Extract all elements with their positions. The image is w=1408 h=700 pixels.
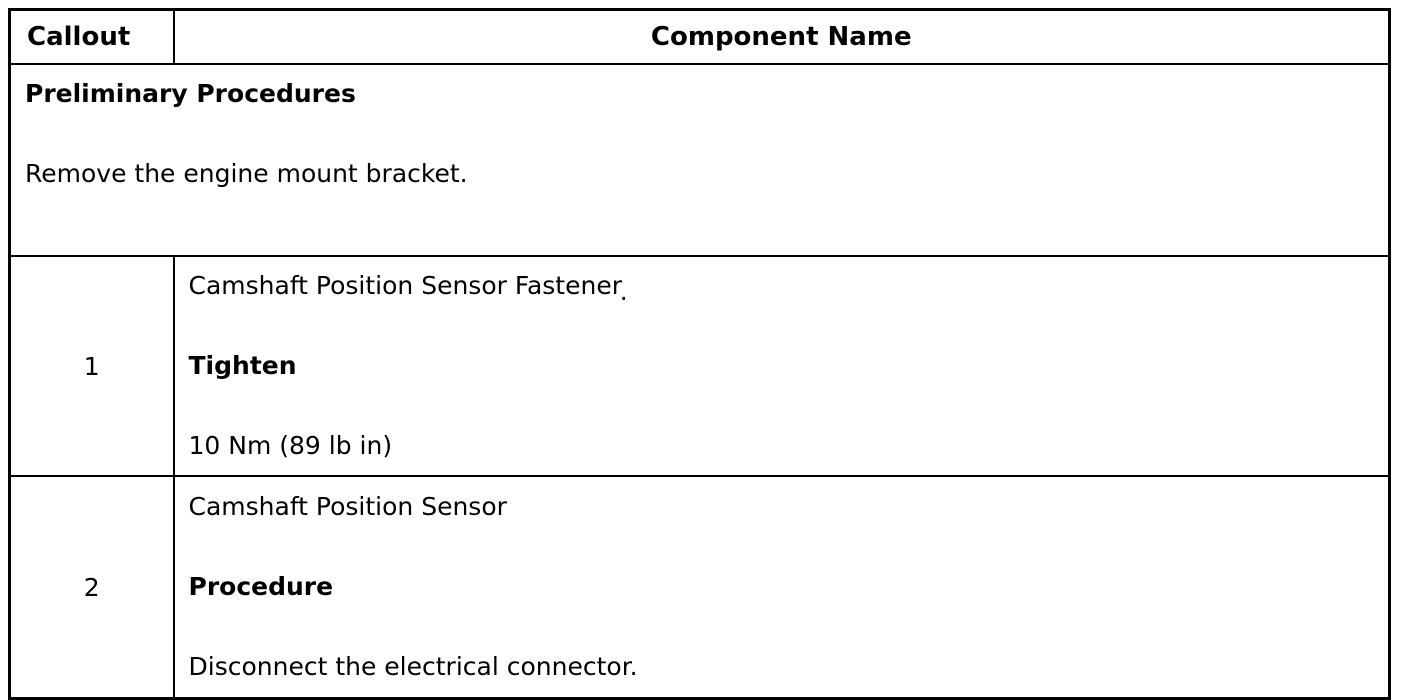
callout-number: 1 [8, 255, 175, 477]
component-name-main: Camshaft Position Sensor [188, 492, 507, 521]
component-name-main: Camshaft Position Sensor Fastener [188, 271, 620, 300]
component-name-cell: Camshaft Position Sensor Procedure Disco… [172, 475, 1391, 700]
table-row: 1 Camshaft Position Sensor Fastener. Tig… [8, 255, 1391, 477]
table-row: 2 Camshaft Position Sensor Procedure Dis… [8, 475, 1391, 700]
component-name-cell: Camshaft Position Sensor Fastener. Tight… [172, 255, 1391, 477]
action-detail: Disconnect the electrical connector. [188, 652, 638, 681]
preliminary-procedures-instruction: Remove the engine mount bracket. [25, 159, 468, 188]
preliminary-procedures-row: Preliminary Procedures Remove the engine… [8, 63, 1391, 257]
component-callout-table: Callout Component Name Preliminary Proce… [8, 8, 1391, 700]
action-label: Procedure [188, 572, 334, 601]
component-name-suffix: . [619, 277, 628, 306]
preliminary-procedures-cell: Preliminary Procedures Remove the engine… [8, 63, 1391, 257]
action-label: Tighten [188, 351, 297, 380]
component-name-column-header: Component Name [172, 8, 1391, 65]
component-name-text: Camshaft Position Sensor [189, 492, 1371, 522]
action-detail: 10 Nm (89 lb in) [188, 431, 393, 460]
preliminary-procedures-title: Preliminary Procedures [25, 79, 356, 108]
callout-number: 2 [8, 475, 175, 700]
callout-column-header: Callout [8, 8, 175, 65]
table-header-row: Callout Component Name [8, 8, 1391, 65]
component-name-text: Camshaft Position Sensor Fastener. [188, 271, 1371, 306]
